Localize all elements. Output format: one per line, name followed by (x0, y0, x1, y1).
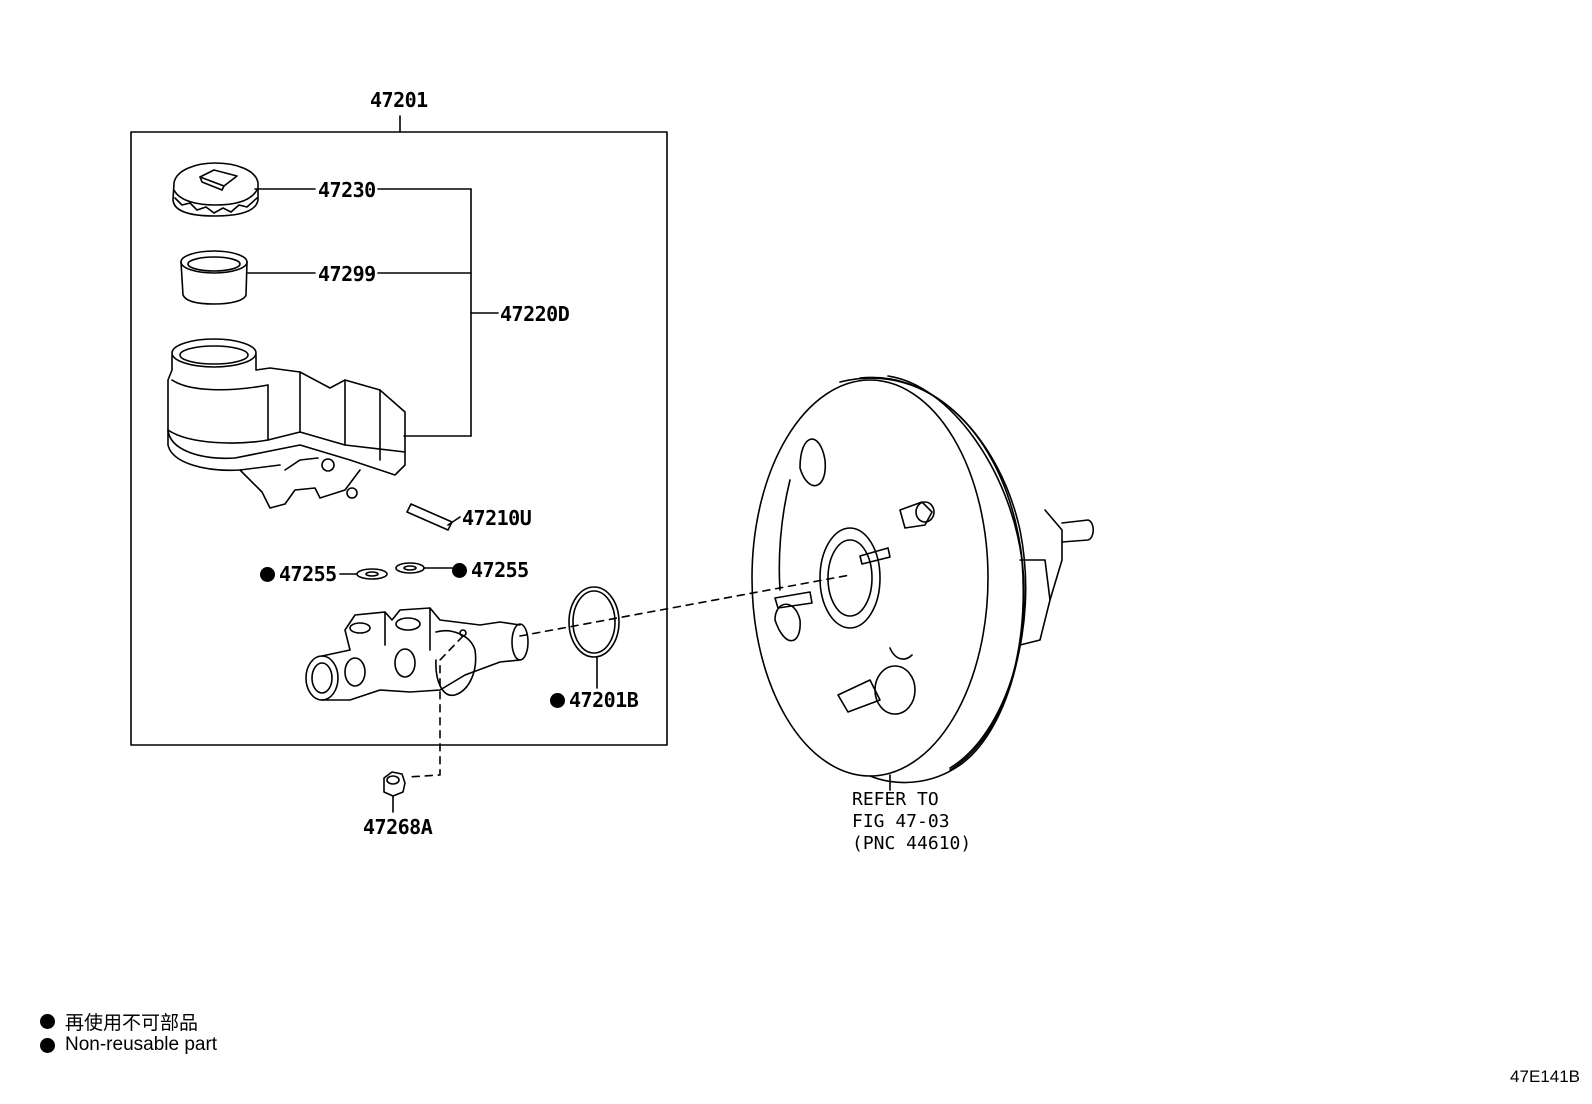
figure-code: 47E141B (1510, 1067, 1580, 1086)
dashed-connectors (408, 575, 850, 777)
non-reusable-dot-icon (550, 693, 565, 708)
legend-english: Non-reusable part (40, 1034, 217, 1056)
label-grommet-right: 47255 (452, 558, 529, 582)
refer-note-line-3: (PNC 44610) (852, 833, 972, 854)
brake-booster-icon (752, 376, 1093, 790)
label-reservoir-sub-assy: 47220D (500, 302, 570, 326)
label-cap: 47230 (318, 178, 376, 202)
label-pin: 47210U (462, 506, 532, 530)
label-grommet-left: 47255 (260, 562, 337, 586)
label-assembly: 47201 (370, 88, 428, 112)
non-reusable-dot-icon (260, 567, 275, 582)
reservoir-tank-icon (168, 339, 405, 508)
o-ring-icon (569, 587, 619, 688)
cap-icon (173, 163, 258, 216)
nut-icon (384, 772, 405, 812)
non-reusable-dot-icon (40, 1014, 55, 1029)
label-o-ring: 47201B (550, 688, 639, 712)
reservoir-bracket (378, 189, 498, 436)
legend-japanese: 再使用不可部品 (40, 1008, 198, 1035)
master-cylinder-icon (306, 608, 528, 700)
non-reusable-dot-icon (452, 563, 467, 578)
strainer-icon (181, 251, 247, 304)
refer-note-line-2: FIG 47-03 (852, 811, 950, 832)
grommet-right-icon (396, 563, 452, 573)
non-reusable-dot-icon (40, 1037, 55, 1053)
assembly-frame (131, 132, 667, 745)
grommet-left-icon (340, 569, 387, 579)
label-strainer: 47299 (318, 262, 376, 286)
label-nut: 47268A (363, 815, 433, 839)
refer-note-line-1: REFER TO (852, 789, 939, 810)
pin-icon (407, 504, 460, 530)
